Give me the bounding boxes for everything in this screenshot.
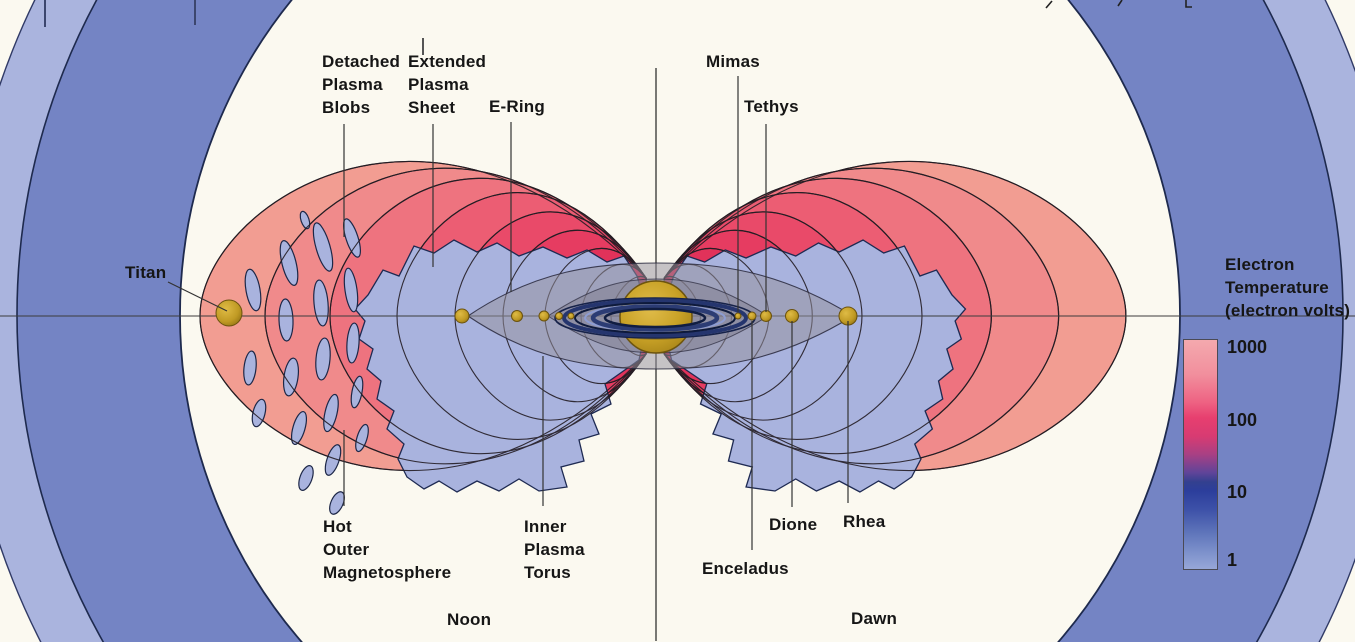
label-e-ring: E-Ring [489,97,545,116]
cropped-text-fragments [1045,0,1192,9]
moon-tethys-right [760,310,772,322]
legend-title: Electron Temperature (electron volts) [1225,255,1351,320]
colorbar-tick-10: 10 [1227,482,1248,502]
moon-rhea-left [454,308,470,324]
colorbar-tick-1: 1 [1227,550,1238,570]
moon-mimas-left [567,312,575,320]
moon-enceladus-right [747,311,757,321]
moon-tethys-left [538,310,550,322]
label-mimas: Mimas [706,52,760,71]
label-dawn: Dawn [851,609,898,628]
moon-mimas-right [734,312,742,320]
moon-enceladus-left [555,312,563,320]
label-detached-plasma-blobs: Detached Plasma Blobs [322,52,401,117]
moon-titan [215,299,243,327]
label-dione: Dione [769,515,818,534]
saturn [554,280,756,354]
label-rhea: Rhea [843,512,886,531]
cropped-leader-ticks [44,0,424,55]
label-inner-plasma-torus: Inner Plasma Torus [524,517,585,582]
label-hot-outer-magnetosphere: Hot Outer Magnetosphere [323,517,452,582]
label-tethys: Tethys [744,97,799,116]
colorbar-tick-100: 100 [1227,410,1258,430]
detached-plasma-blobs [243,210,369,515]
label-titan: Titan [125,263,167,282]
moons [215,299,858,327]
leader-lines [167,76,849,550]
leader-titan [167,281,228,312]
label-noon: Noon [447,610,492,629]
moon-dione-left [511,310,523,322]
label-extended-plasma-sheet: Extended Plasma Sheet [408,52,487,117]
label-enceladus: Enceladus [702,559,789,578]
moon-dione-right [785,309,799,323]
colorbar-tick-1000: 1000 [1227,337,1268,357]
electron-temperature-colorbar [1183,339,1218,570]
